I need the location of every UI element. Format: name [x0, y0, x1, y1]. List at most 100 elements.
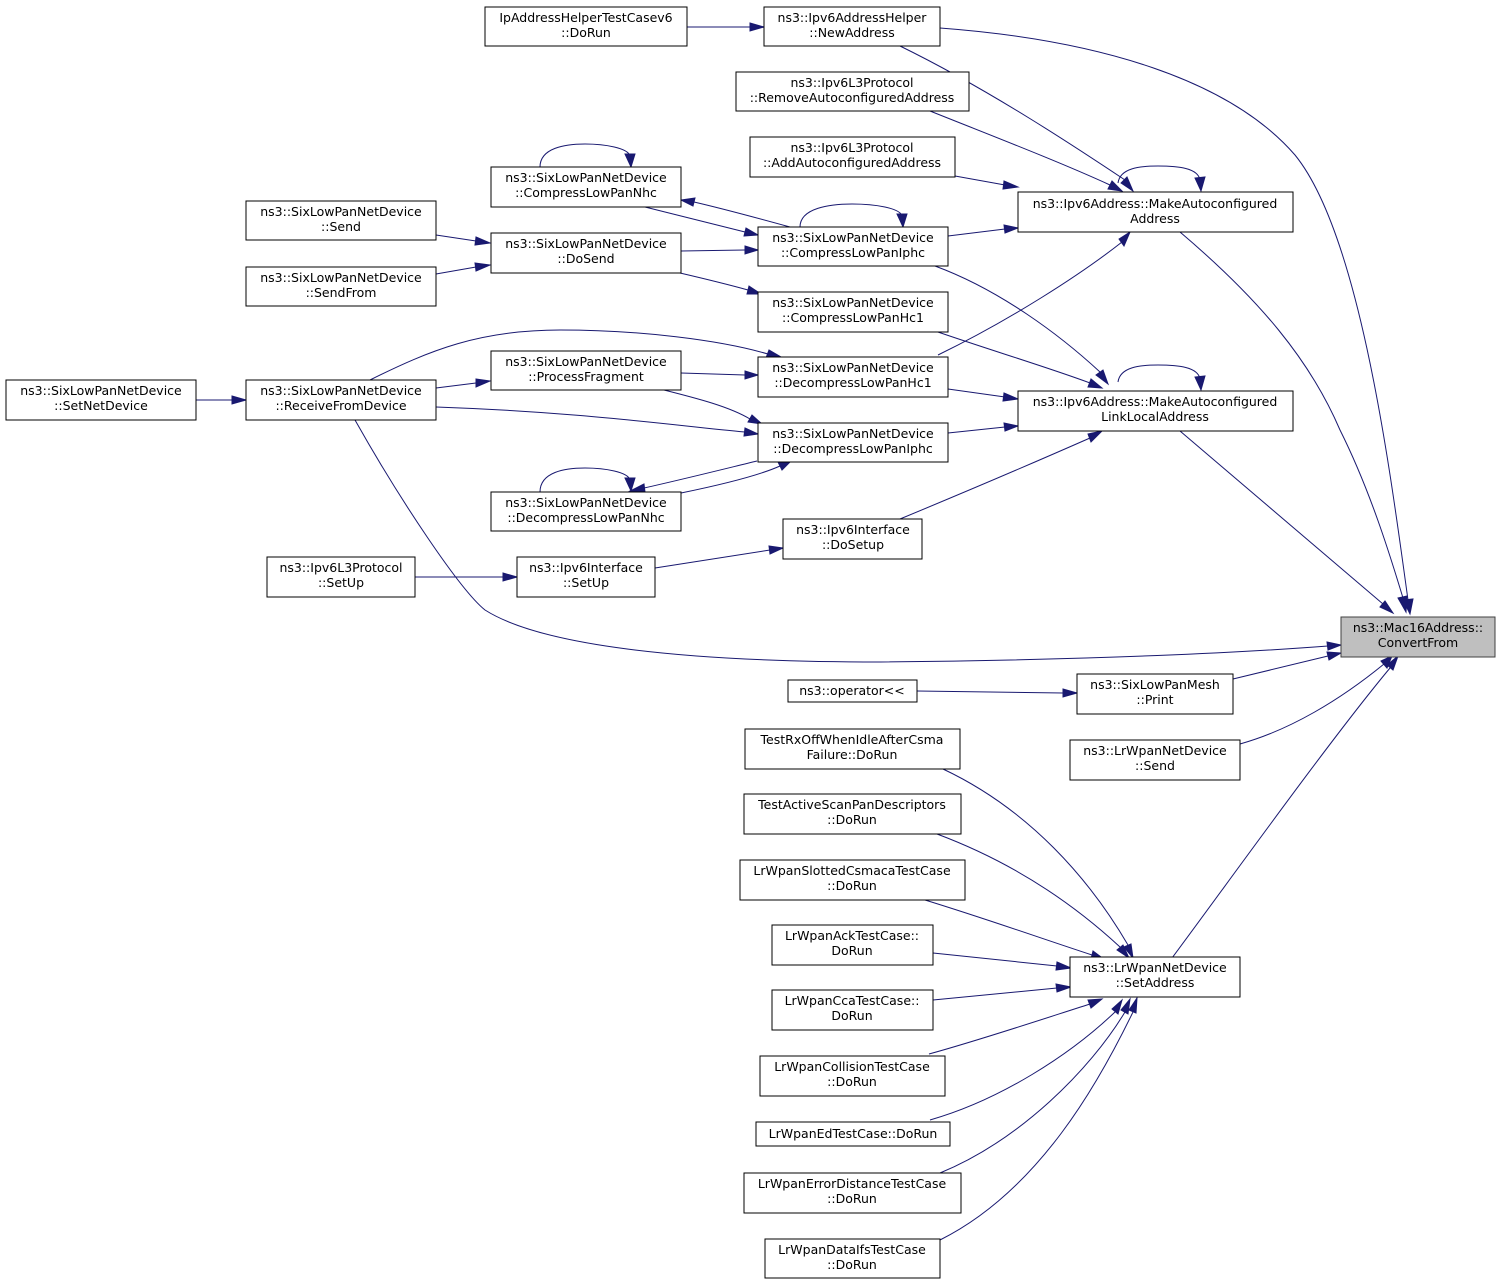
node-ipv6addresshelper-newaddress[interactable]: ns3::Ipv6AddressHelper ::NewAddress [763, 6, 941, 47]
node-label-line2: ::DoSetup [822, 537, 884, 552]
node-label-line1: ns3::Ipv6Address::MakeAutoconfigured [1033, 394, 1278, 409]
node-label-line2: ::DoRun [827, 1074, 877, 1089]
node-label-line1: LrWpanAckTestCase:: [785, 928, 919, 943]
node-dosend[interactable]: ns3::SixLowPanNetDevice ::DoSend [490, 232, 682, 274]
node-label-line1: ns3::SixLowPanNetDevice [505, 354, 667, 369]
node-ipv6interface-dosetup[interactable]: ns3::Ipv6Interface ::DoSetup [782, 518, 923, 560]
node-label-line2: ::CompressLowPanHc1 [782, 310, 924, 325]
node-lrwpanccatestcase[interactable]: LrWpanCcaTestCase:: DoRun [771, 989, 934, 1031]
node-label-line2: ConvertFrom [1378, 635, 1458, 650]
node-label-line1: ns3::operator<< [799, 683, 905, 698]
node-label-line1: ns3::LrWpanNetDevice [1083, 743, 1227, 758]
node-lrwpanacktestcase[interactable]: LrWpanAckTestCase:: DoRun [771, 924, 934, 966]
node-sixlowpanmesh-print[interactable]: ns3::SixLowPanMesh ::Print [1076, 673, 1234, 715]
node-testrxoffwhenidleaftercsmafailure[interactable]: TestRxOffWhenIdleAfterCsma Failure::DoRu… [744, 728, 961, 770]
node-label-line1: ns3::SixLowPanNetDevice [772, 360, 934, 375]
node-label-line2: ::DoRun [827, 878, 877, 893]
node-lrwpanerrordistancetestcase[interactable]: LrWpanErrorDistanceTestCase ::DoRun [743, 1172, 962, 1214]
edge-n20-n19 [654, 545, 785, 569]
node-decompresslowpaniphc[interactable]: ns3::SixLowPanNetDevice ::DecompressLowP… [757, 422, 949, 463]
edge-n15-n17 [435, 406, 760, 437]
node-label-line2: ::Send [1135, 758, 1175, 773]
node-testactivescanpandescriptors[interactable]: TestActiveScanPanDescriptors ::DoRun [743, 793, 962, 835]
node-label-line1: ns3::SixLowPanNetDevice [505, 170, 667, 185]
node-label-line1: ns3::SixLowPanNetDevice [20, 383, 182, 398]
edge-n15-target [354, 419, 1343, 663]
node-compresslowpanhc1[interactable]: ns3::SixLowPanNetDevice ::CompressLowPan… [757, 291, 949, 333]
node-mac16address-convertfrom[interactable]: ns3::Mac16Address:: ConvertFrom [1340, 616, 1496, 658]
edge-n13-n11 [947, 388, 1020, 402]
node-operator[interactable]: ns3::operator<< [787, 679, 918, 703]
nodes: ns3::Mac16Address:: ConvertFrom ns3::Ipv… [5, 6, 1496, 1279]
node-makeautoconfiguredaddress[interactable]: ns3::Ipv6Address::MakeAutoconfigured Add… [1017, 191, 1294, 233]
edge-n9-n8 [435, 234, 492, 246]
edge-n6-n7 [679, 197, 791, 228]
node-label-line2: ::DoSend [557, 251, 614, 266]
edge-n18-n18 [539, 467, 636, 493]
node-label-line1: IpAddressHelperTestCasev6 [499, 10, 672, 25]
edge-n6-n3 [947, 224, 1020, 237]
edge-n30-n25 [932, 983, 1073, 1001]
node-label-line2: ::DoRun [561, 25, 611, 40]
node-lrwpancollisiontestcase[interactable]: LrWpanCollisionTestCase ::DoRun [759, 1055, 946, 1097]
edge-n32-n25 [929, 998, 1123, 1121]
edge-n3-n3 [1117, 165, 1206, 193]
edge-n33-n25 [939, 997, 1131, 1174]
node-ipv6interface-setup[interactable]: ns3::Ipv6Interface ::SetUp [516, 556, 656, 598]
node-label-line2: Address [1130, 211, 1180, 226]
node-lrwpanedtestcase[interactable]: LrWpanEdTestCase::DoRun [755, 1121, 951, 1147]
edge-n27-n25 [936, 833, 1131, 960]
edge-n5-n3 [954, 175, 1020, 190]
node-label-line2: ::DoRun [827, 812, 877, 827]
node-label-line1: TestRxOffWhenIdleAfterCsma [760, 732, 944, 747]
node-label-line1: ns3::SixLowPanNetDevice [260, 383, 422, 398]
edge-n3-target [1179, 231, 1408, 614]
node-compresslowpannhc[interactable]: ns3::SixLowPanNetDevice ::CompressLowPan… [490, 166, 682, 208]
node-decompresslowpanhc1[interactable]: ns3::SixLowPanNetDevice ::DecompressLowP… [757, 356, 949, 398]
edge-n11-target [1179, 430, 1395, 615]
node-label-line2: ::SetNetDevice [54, 398, 148, 413]
node-label-line2: ::ProcessFragment [528, 369, 644, 384]
node-addautoconfiguredaddress[interactable]: ns3::Ipv6L3Protocol ::AddAutoconfiguredA… [749, 136, 956, 178]
node-label-line2: ::DoRun [827, 1257, 877, 1272]
node-lrwpanslottedcsmacatestcase[interactable]: LrWpanSlottedCsmacaTestCase ::DoRun [739, 859, 966, 901]
node-label-line1: ns3::SixLowPanMesh [1090, 677, 1220, 692]
node-lrwpannetdevice-setaddress[interactable]: ns3::LrWpanNetDevice ::SetAddress [1069, 956, 1241, 998]
node-lrwpannetdevice-send[interactable]: ns3::LrWpanNetDevice ::Send [1069, 739, 1241, 781]
edge-n8-n6 [680, 245, 760, 255]
node-label-line1: ns3::SixLowPanNetDevice [260, 204, 422, 219]
node-label-line2: ::SetUp [563, 575, 609, 590]
edge-n4-n3 [929, 110, 1124, 192]
node-label-line2: ::SetUp [318, 575, 364, 590]
node-label-line2: ::SetAddress [1116, 975, 1195, 990]
node-label-line1: LrWpanCcaTestCase:: [785, 993, 920, 1008]
node-processfragment[interactable]: ns3::SixLowPanNetDevice ::ProcessFragmen… [490, 350, 682, 391]
node-lrwpandataifstestcase[interactable]: LrWpanDataIfsTestCase ::DoRun [764, 1238, 941, 1279]
node-label-line1: ns3::Ipv6L3Protocol [790, 75, 913, 90]
node-setnetdevice[interactable]: ns3::SixLowPanNetDevice ::SetNetDevice [5, 379, 197, 421]
edge-n6-n11 [934, 265, 1110, 386]
node-label-line1: LrWpanCollisionTestCase [774, 1059, 930, 1074]
node-ipaddresshelpertestcasev6-dorun[interactable]: IpAddressHelperTestCasev6 ::DoRun [484, 6, 688, 47]
node-label-line1: ns3::Mac16Address:: [1353, 620, 1483, 635]
node-label-line1: TestActiveScanPanDescriptors [757, 797, 946, 812]
node-removeautoconfiguredaddress[interactable]: ns3::Ipv6L3Protocol ::RemoveAutoconfigur… [735, 71, 970, 112]
node-label-line1: LrWpanSlottedCsmacaTestCase [753, 863, 951, 878]
node-decompresslowpannhc[interactable]: ns3::SixLowPanNetDevice ::DecompressLowP… [490, 491, 682, 532]
edge-n17-n18 [628, 460, 758, 493]
node-receivefromdevice[interactable]: ns3::SixLowPanNetDevice ::ReceiveFromDev… [245, 379, 437, 421]
node-label-line2: ::DecompressLowPanNhc [507, 510, 664, 525]
node-sixlowpan-send[interactable]: ns3::SixLowPanNetDevice ::Send [245, 200, 437, 241]
node-label-line2: ::Send [321, 219, 361, 234]
node-makeautoconfiguredlinklocaladdress[interactable]: ns3::Ipv6Address::MakeAutoconfigured Lin… [1017, 390, 1294, 432]
node-sendfrom[interactable]: ns3::SixLowPanNetDevice ::SendFrom [245, 266, 437, 307]
edge-n6-n6 [799, 203, 908, 229]
node-label-line1: ns3::Ipv6AddressHelper [778, 10, 928, 25]
node-label-line2: Failure::DoRun [807, 747, 898, 762]
node-label-line2: ::DecompressLowPanIphc [773, 441, 933, 456]
node-label-line2: ::DoRun [827, 1191, 877, 1206]
node-compresslowpaniphc[interactable]: ns3::SixLowPanNetDevice ::CompressLowPan… [757, 226, 949, 267]
node-label-line1: ns3::SixLowPanNetDevice [772, 230, 934, 245]
node-ipv6l3protocol-setup[interactable]: ns3::Ipv6L3Protocol ::SetUp [266, 556, 416, 598]
